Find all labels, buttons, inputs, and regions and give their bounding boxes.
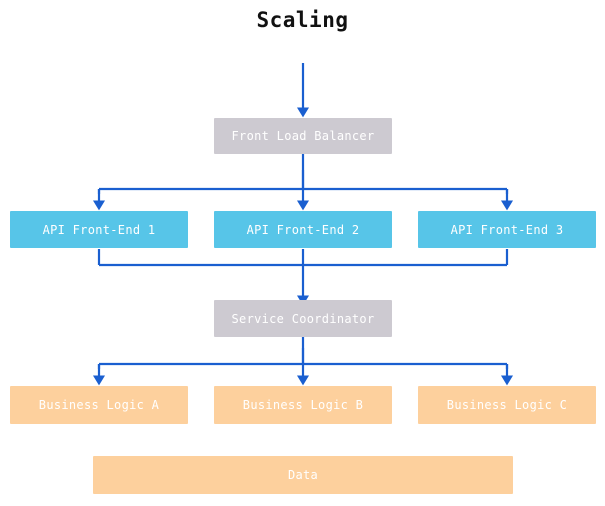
node-front-load-balancer[interactable]: Front Load Balancer	[214, 118, 392, 154]
diagram-title: Scaling	[256, 8, 349, 32]
node-data-label: Data	[287, 468, 319, 482]
edge-api-to-coordinator-bus	[97, 249, 509, 267]
node-business-logic-b-label: Business Logic B	[242, 398, 364, 412]
node-front-load-balancer-label: Front Load Balancer	[231, 129, 375, 143]
node-api-front-end-3[interactable]: API Front-End 3	[418, 211, 596, 248]
node-data[interactable]: Data	[93, 456, 513, 494]
node-service-coordinator[interactable]: Service Coordinator	[214, 300, 392, 337]
node-api-front-end-1[interactable]: API Front-End 1	[10, 211, 188, 248]
node-business-logic-c-label: Business Logic C	[446, 398, 568, 412]
edge-coordinator-to-logic-bus	[97, 336, 509, 369]
node-service-coordinator-label: Service Coordinator	[231, 311, 375, 326]
node-api-front-end-2-label: API Front-End 2	[246, 222, 360, 237]
node-business-logic-c[interactable]: Business Logic C	[418, 386, 596, 424]
node-api-front-end-2[interactable]: API Front-End 2	[214, 211, 392, 248]
edge-flb-to-api-bus	[97, 154, 509, 194]
node-business-logic-a[interactable]: Business Logic A	[10, 386, 188, 424]
node-api-front-end-1-label: API Front-End 1	[42, 222, 156, 237]
node-business-logic-b[interactable]: Business Logic B	[214, 386, 392, 424]
node-business-logic-a-label: Business Logic A	[38, 398, 160, 412]
node-api-front-end-3-label: API Front-End 3	[450, 222, 564, 237]
